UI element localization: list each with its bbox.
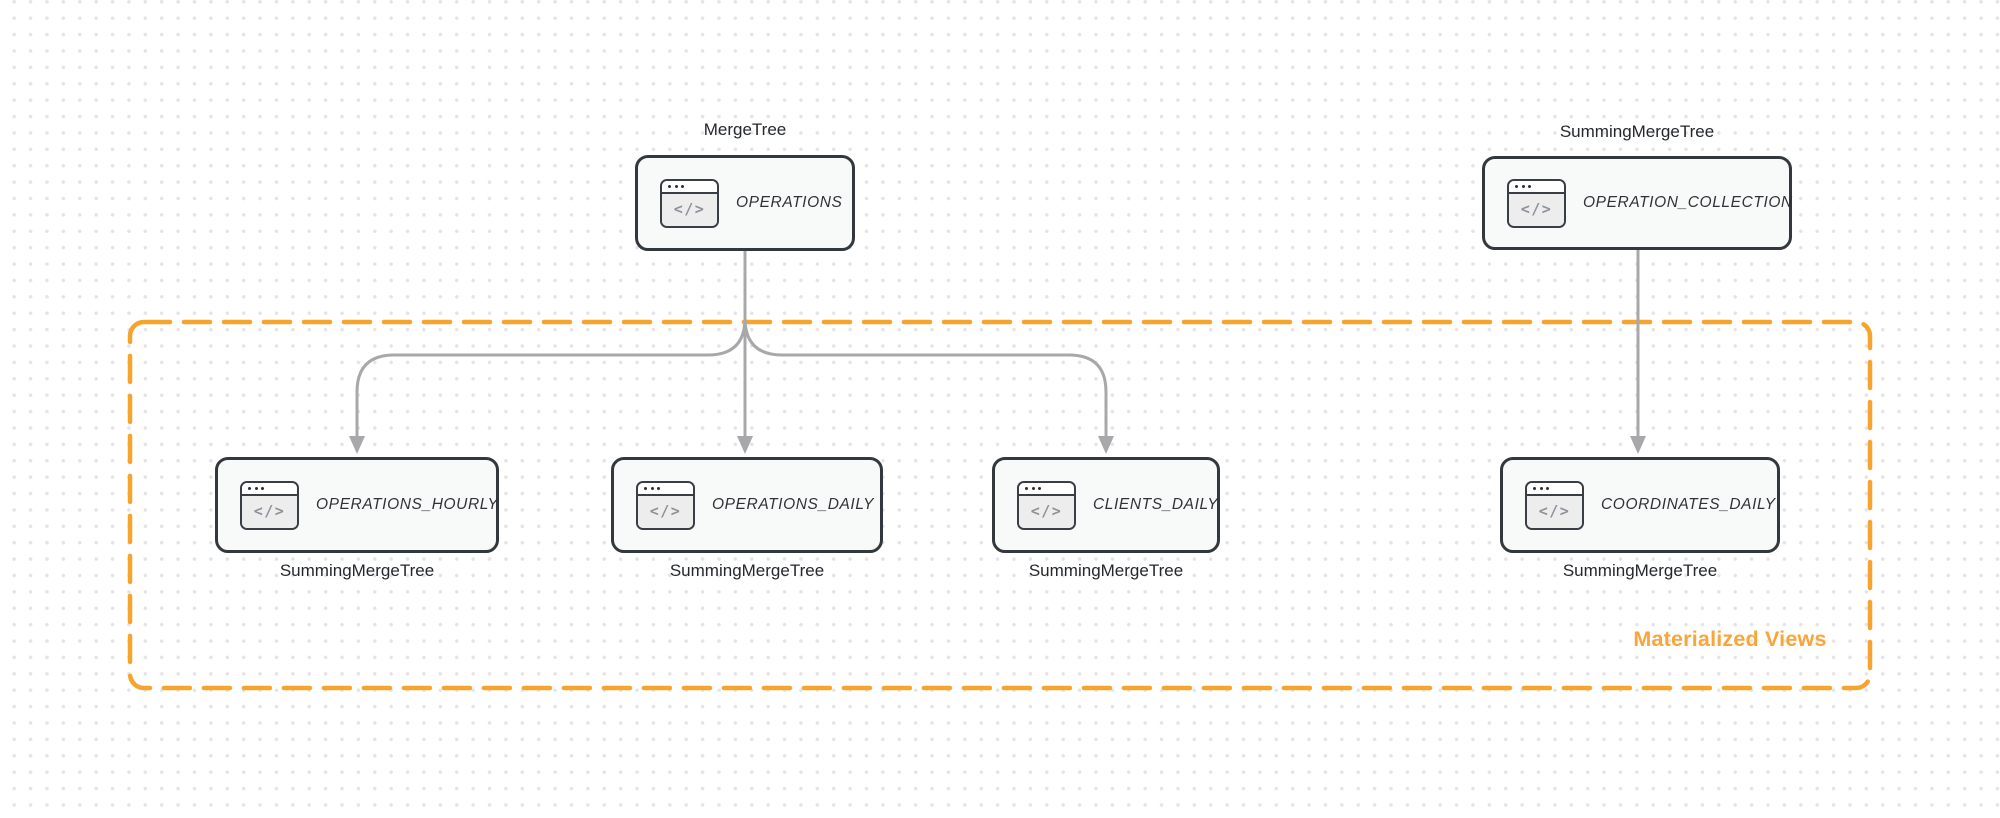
node-title: COORDINATES_DAILY: [1601, 496, 1776, 513]
node-title: OPERATION_COLLECTION: [1583, 194, 1793, 211]
window-dots-icon: [1509, 180, 1564, 194]
node-clients-daily: </> CLIENTS_DAILY: [992, 457, 1220, 553]
code-window-icon: </>: [1525, 480, 1584, 530]
edge-operations-to-operations-hourly: [349, 251, 747, 454]
node-title: OPERATIONS: [736, 194, 843, 211]
engine-label-clients-daily: SummingMergeTree: [1028, 561, 1184, 580]
code-glyph: </>: [1019, 495, 1074, 528]
window-dots-icon: [242, 482, 297, 496]
node-title: OPERATIONS_DAILY: [712, 496, 875, 513]
engine-label-operations: MergeTree: [703, 120, 787, 139]
window-dots-icon: [1527, 482, 1582, 496]
window-dots-icon: [638, 482, 693, 496]
edge-operations-to-clients-daily: [743, 251, 1114, 454]
node-operations-daily: </> OPERATIONS_DAILY: [611, 457, 883, 553]
code-glyph: </>: [242, 495, 297, 528]
code-window-icon: </>: [1017, 480, 1076, 530]
code-glyph: </>: [1509, 193, 1564, 226]
node-operation-collection: </> OPERATION_COLLECTION: [1482, 156, 1792, 250]
window-dots-icon: [662, 180, 717, 194]
code-glyph: </>: [662, 193, 717, 226]
code-glyph: </>: [638, 495, 693, 528]
node-operations-hourly: </> OPERATIONS_HOURLY: [215, 457, 499, 553]
code-window-icon: </>: [636, 480, 695, 530]
node-coordinates-daily: </> COORDINATES_DAILY: [1500, 457, 1780, 553]
node-title: OPERATIONS_HOURLY: [316, 496, 499, 513]
code-window-icon: </>: [240, 480, 299, 530]
engine-label-operations-hourly: SummingMergeTree: [279, 561, 435, 580]
window-dots-icon: [1019, 482, 1074, 496]
node-title: CLIENTS_DAILY: [1093, 496, 1219, 513]
code-glyph: </>: [1527, 495, 1582, 528]
engine-label-operation-collection: SummingMergeTree: [1559, 122, 1715, 141]
engine-label-coordinates-daily: SummingMergeTree: [1562, 561, 1718, 580]
code-window-icon: </>: [1507, 178, 1566, 228]
code-window-icon: </>: [660, 178, 719, 228]
node-operations: </> OPERATIONS: [635, 155, 855, 251]
materialized-views-label: Materialized Views: [1633, 627, 1827, 651]
engine-label-operations-daily: SummingMergeTree: [669, 561, 825, 580]
